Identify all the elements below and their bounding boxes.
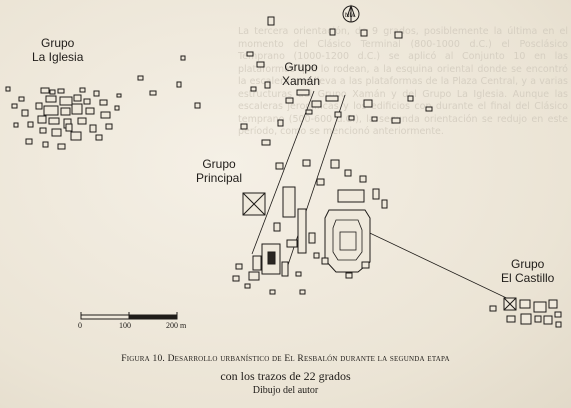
north-arrow-icon — [342, 4, 360, 23]
scale-label-100: 100 — [119, 321, 131, 330]
scale-label-200: 200 m — [166, 321, 187, 330]
scale-bar — [80, 312, 178, 320]
label-line: Grupo — [284, 60, 318, 74]
label-grupo-la-iglesia: Grupo La Iglesia — [32, 36, 83, 64]
figure-title: Desarrollo urbanístico de El Resbalón du… — [167, 354, 450, 364]
structures-la-iglesia — [5, 86, 122, 150]
label-line: Grupo — [41, 36, 75, 50]
structures-xaman — [137, 16, 433, 146]
label-grupo-principal: Grupo Principal — [196, 157, 242, 185]
label-grupo-xaman: Grupo Xamán — [282, 60, 320, 88]
label-line: Grupo — [202, 157, 236, 171]
trace-lines — [251, 90, 516, 303]
label-line: Xamán — [282, 74, 321, 88]
label-grupo-el-castillo: Grupo El Castillo — [501, 257, 554, 285]
label-line: La Iglesia — [32, 50, 84, 64]
scale-label-0: 0 — [78, 321, 82, 330]
north-arrow-label: NM — [345, 13, 354, 19]
figure-credit: Dibujo del autor — [252, 385, 319, 396]
structures-principal — [232, 159, 388, 295]
figure-caption-line1: Figura 10. Desarrollo urbanístico de El … — [0, 354, 571, 364]
label-line: Grupo — [511, 257, 545, 271]
figure-caption-line2: con los trazos de 22 grados — [220, 369, 351, 383]
structures-castillo — [489, 297, 562, 328]
label-line: Principal — [196, 171, 243, 185]
label-line: El Castillo — [501, 271, 555, 285]
bleed-through-text: La tercera orientación, de 9 grados, pos… — [238, 26, 568, 137]
figure-number: Figura 10. — [121, 354, 165, 364]
